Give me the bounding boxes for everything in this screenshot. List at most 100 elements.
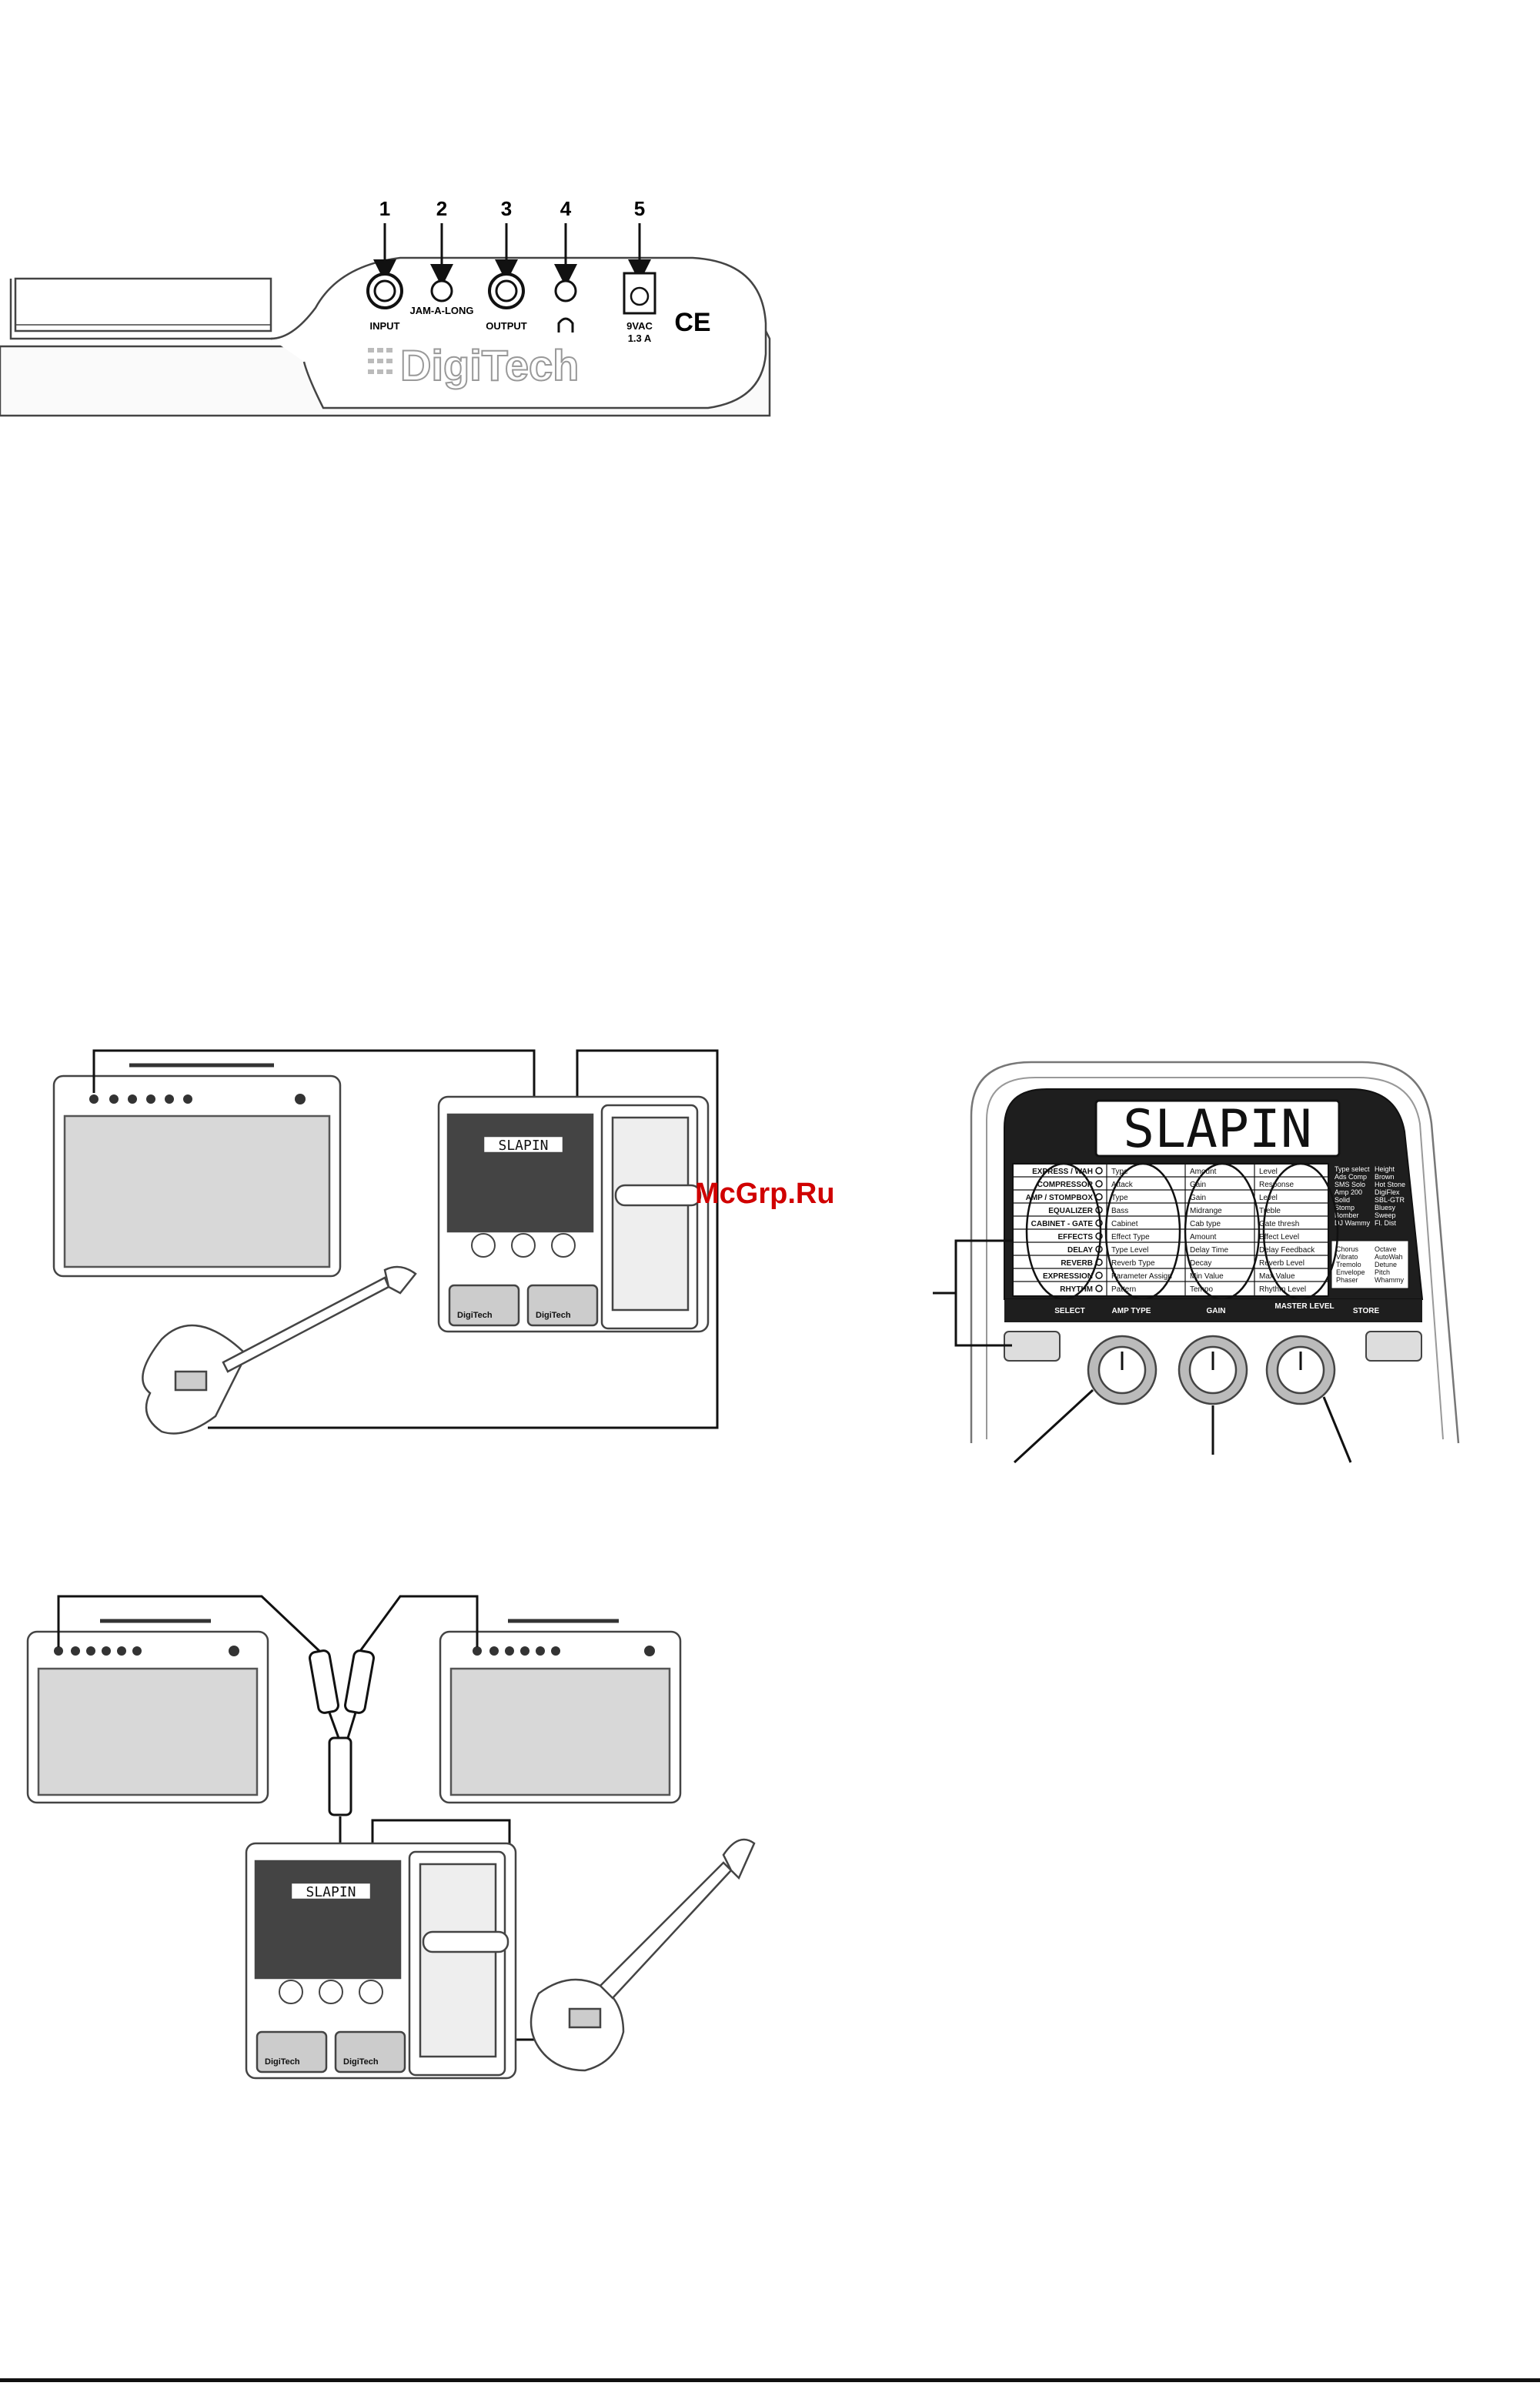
single-amp-setup: SLAPIN DigiTech DigiTech bbox=[52, 1049, 719, 1435]
output-label: OUTPUT bbox=[486, 320, 527, 332]
svg-text:Height: Height bbox=[1375, 1165, 1395, 1173]
row-label-amp: AMP / STOMPBOX bbox=[1026, 1194, 1094, 1202]
svg-text:Vibrato: Vibrato bbox=[1336, 1253, 1358, 1261]
electric-guitar-2 bbox=[529, 1838, 756, 2072]
param-p1-4: Cabinet bbox=[1111, 1220, 1138, 1228]
guitar-amp-right bbox=[439, 1619, 682, 1804]
input-label: INPUT bbox=[370, 320, 400, 332]
knob-label-gain: GAIN bbox=[1207, 1307, 1226, 1315]
param-p1-2: Type bbox=[1111, 1194, 1128, 1202]
multi-effect-pedal-small bbox=[437, 1095, 710, 1333]
row-label-compressor: COMPRESSOR bbox=[1037, 1181, 1094, 1189]
pedal-display-small: SLAPIN bbox=[498, 1138, 548, 1154]
row-label-cabinet: CABINET - GATE bbox=[1031, 1220, 1094, 1228]
param-p1-1: Attack bbox=[1111, 1181, 1134, 1189]
svg-text:Whammy: Whammy bbox=[1375, 1276, 1404, 1284]
svg-text:Stomp: Stomp bbox=[1335, 1204, 1355, 1211]
svg-text:Bluesy: Bluesy bbox=[1375, 1204, 1396, 1211]
row-label-delay: DELAY bbox=[1067, 1246, 1093, 1255]
param-p2-7: Decay bbox=[1190, 1259, 1211, 1268]
knob-amp-type[interactable] bbox=[1087, 1335, 1158, 1405]
param-p1-6: Type Level bbox=[1111, 1246, 1148, 1255]
svg-text:Hot Stone: Hot Stone bbox=[1375, 1181, 1405, 1188]
output-jack[interactable] bbox=[488, 272, 525, 309]
select-button[interactable] bbox=[1004, 1331, 1061, 1362]
callout-1: 1 bbox=[379, 197, 390, 220]
svg-text:Phaser: Phaser bbox=[1336, 1276, 1358, 1284]
param-p3-7: Reverb Level bbox=[1259, 1259, 1304, 1268]
param-p2-2: Gain bbox=[1190, 1194, 1206, 1202]
param-p3-4: Gate thresh bbox=[1259, 1220, 1299, 1228]
svg-text:SMS Solo: SMS Solo bbox=[1335, 1181, 1365, 1188]
watermark: McGrp.Ru bbox=[695, 1178, 835, 1210]
guitar-amp-left bbox=[26, 1619, 269, 1804]
knob-label-select: SELECT bbox=[1054, 1307, 1084, 1315]
param-p2-4: Cab type bbox=[1190, 1220, 1221, 1228]
amp-effect-lists: Type select Ads Comp SMS Solo Amp 200 So… bbox=[1335, 1165, 1405, 1227]
jam-a-long-jack[interactable] bbox=[430, 279, 453, 302]
svg-text:Bomber: Bomber bbox=[1335, 1211, 1359, 1219]
callout-4: 4 bbox=[560, 197, 572, 220]
store-button[interactable] bbox=[1365, 1331, 1422, 1362]
svg-text:Ads Comp: Ads Comp bbox=[1335, 1173, 1367, 1181]
param-p3-0: Level bbox=[1259, 1168, 1278, 1176]
svg-text:Detune: Detune bbox=[1375, 1261, 1397, 1268]
control-panel-closeup: SLAPIN EXPRESS / WAH COMPRESSOR bbox=[933, 1061, 1460, 1464]
svg-text:Envelope: Envelope bbox=[1336, 1268, 1365, 1276]
pedal-display-stereo: SLAPIN bbox=[306, 1884, 356, 1900]
svg-text:Sweep: Sweep bbox=[1375, 1211, 1396, 1219]
row-label-rhythm: RHYTHM bbox=[1060, 1285, 1093, 1294]
row-label-effects: EFFECTS bbox=[1057, 1233, 1093, 1241]
row-label-expression: EXPRESSION bbox=[1043, 1272, 1093, 1281]
knob-label-amp-type: AMP TYPE bbox=[1112, 1307, 1151, 1315]
brand-logo-rear: DigiTech bbox=[368, 340, 580, 390]
row-label-express: EXPRESS / WAH bbox=[1032, 1168, 1093, 1176]
lcd-text: SLAPIN bbox=[1123, 1099, 1312, 1160]
power-label-line2: 1.3 A bbox=[628, 332, 652, 344]
lcd-display bbox=[1094, 1099, 1341, 1158]
param-p3-6: Delay Feedback bbox=[1259, 1246, 1315, 1255]
svg-text:Type select: Type select bbox=[1335, 1165, 1370, 1173]
ce-mark: CE bbox=[674, 308, 710, 337]
knob-label-master-level: MASTER LEVEL bbox=[1274, 1302, 1334, 1311]
headphone-jack[interactable] bbox=[554, 279, 577, 302]
pedal-brand-right: DigiTech bbox=[536, 1311, 571, 1320]
svg-text:DJ Wammy: DJ Wammy bbox=[1335, 1219, 1371, 1227]
rear-panel-jacks: INPUT JAM-A-LONG OUTPUT 9VAC 1.3 A CE Di… bbox=[366, 272, 711, 390]
pedal-brand-left: DigiTech bbox=[457, 1311, 493, 1320]
knob-label-store: STORE bbox=[1353, 1307, 1380, 1315]
row-label-equalizer: EQUALIZER bbox=[1048, 1207, 1094, 1215]
param-p3-1: Response bbox=[1259, 1181, 1294, 1189]
knob-gain[interactable] bbox=[1178, 1335, 1248, 1405]
param-p1-0: Type bbox=[1111, 1168, 1128, 1176]
pedal-brand-right-2: DigiTech bbox=[343, 2057, 379, 2067]
svg-text:Octave: Octave bbox=[1375, 1245, 1397, 1253]
power-jack[interactable] bbox=[623, 272, 656, 315]
row-label-reverb: REVERB bbox=[1061, 1259, 1093, 1268]
param-p1-3: Bass bbox=[1111, 1207, 1128, 1215]
svg-text:DigiFlex: DigiFlex bbox=[1375, 1188, 1400, 1196]
brand-text: DigiTech bbox=[400, 341, 579, 389]
svg-text:Fl. Dist: Fl. Dist bbox=[1375, 1219, 1396, 1227]
jam-a-long-label: JAM-A-LONG bbox=[409, 305, 473, 316]
input-jack[interactable] bbox=[366, 272, 403, 309]
multi-effect-pedal-stereo bbox=[245, 1842, 517, 2080]
svg-text:AutoWah: AutoWah bbox=[1375, 1253, 1403, 1261]
param-p2-9: Tempo bbox=[1190, 1285, 1213, 1294]
callout-3: 3 bbox=[501, 197, 512, 220]
stereo-amp-setup: SLAPIN DigiTech DigiTech bbox=[26, 1595, 756, 2080]
param-p1-8: Parameter Assign bbox=[1111, 1272, 1172, 1281]
pedal-brand-left-2: DigiTech bbox=[265, 2057, 300, 2067]
param-p2-6: Delay Time bbox=[1190, 1246, 1228, 1255]
param-p2-3: Midrange bbox=[1190, 1207, 1222, 1215]
callout-5: 5 bbox=[634, 197, 645, 220]
footer-rule bbox=[0, 2378, 1540, 2382]
electric-guitar bbox=[142, 1265, 417, 1435]
param-p3-3: Treble bbox=[1259, 1207, 1281, 1215]
knob-master-level[interactable] bbox=[1265, 1335, 1336, 1405]
param-p2-5: Amount bbox=[1190, 1233, 1217, 1241]
rear-panel-callouts: 1 2 3 4 5 bbox=[373, 197, 651, 287]
param-p2-8: Min Value bbox=[1190, 1272, 1224, 1281]
headphones-icon bbox=[557, 317, 574, 332]
